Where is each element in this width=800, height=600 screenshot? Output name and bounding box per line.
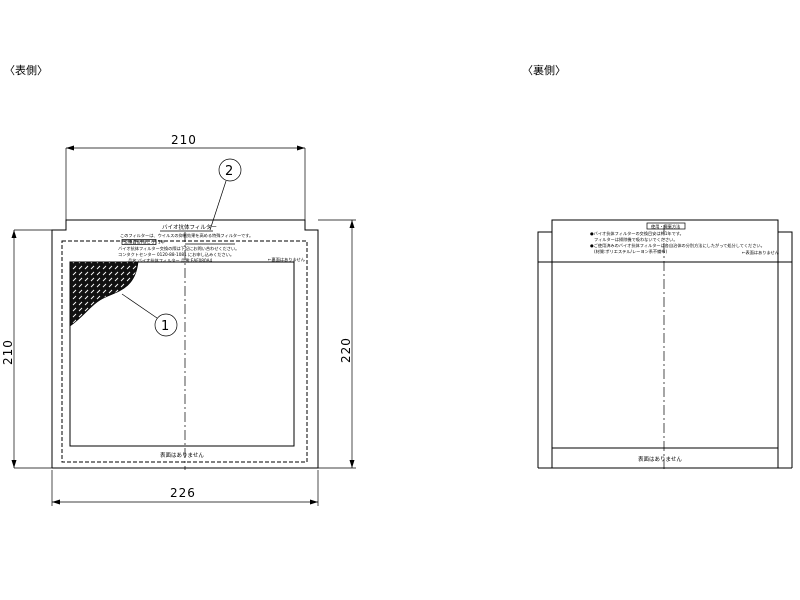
svg-text:←裏面はありません: ←裏面はありません <box>268 256 305 263</box>
svg-text:このフィルターは、ウイルスの抑制効果を高める特殊フィルターで: このフィルターは、ウイルスの抑制効果を高める特殊フィルターです。 <box>120 232 253 239</box>
front-label-block: バイオ抗体フィルター このフィルターは、ウイルスの抑制効果を高める特殊フィルター… <box>118 223 305 459</box>
hatched-material-cutaway <box>69 261 139 327</box>
front-filter-outline <box>51 219 319 470</box>
svg-text:210: 210 <box>171 133 197 147</box>
svg-text:品名:バイオ抗体フィルター 品番:EAF080A4: 品名:バイオ抗体フィルター 品番:EAF080A4 <box>128 257 212 264</box>
back-filter-outline <box>537 219 793 472</box>
svg-text:交換目安(ほこり) 1年: 交換目安(ほこり) 1年 <box>124 239 165 246</box>
svg-text:(材質:ポリエステル/レーヨン系不織布): (材質:ポリエステル/レーヨン系不織布) <box>594 248 667 255</box>
svg-text:使用・廃棄方法: 使用・廃棄方法 <box>651 223 680 230</box>
back-view-label: 〈裏側〉 <box>522 63 566 77</box>
callout-1: 1 <box>121 293 178 337</box>
svg-text:フィルターは掃除機で吸わないでください。: フィルターは掃除機で吸わないでください。 <box>594 236 678 243</box>
svg-text:コンタクトセンター 0120-88-1081 にお申し込みく: コンタクトセンター 0120-88-1081 にお申し込みください。 <box>118 251 234 258</box>
svg-text:←表面はありません: ←表面はありません <box>742 249 779 256</box>
svg-text:220: 220 <box>339 337 353 363</box>
svg-text:バイオ抗体フィルター: バイオ抗体フィルター <box>162 223 217 231</box>
back-label-block: 使用・廃棄方法 ●バイオ抗体フィルターの交換目安は約1年です。 フィルターは掃除… <box>590 222 779 463</box>
callout-2: 2 <box>209 158 242 231</box>
dimension-bottom-width: 226 <box>51 470 319 506</box>
svg-text:1: 1 <box>161 319 169 334</box>
dimension-left-height: 210 <box>1 229 52 469</box>
dimension-top-width: 210 <box>65 133 306 220</box>
svg-text:バイオ抗体フィルター交換の際は下記にお問い合わせください。: バイオ抗体フィルター交換の際は下記にお問い合わせください。 <box>118 245 239 252</box>
front-view-label: 〈表側〉 <box>4 63 48 77</box>
svg-text:●ご使用済みのバイオ抗体フィルターは各自治体の分別方法にした: ●ご使用済みのバイオ抗体フィルターは各自治体の分別方法にしたがって処分してくださ… <box>590 242 765 249</box>
svg-text:210: 210 <box>1 339 15 365</box>
dimension-right-height: 220 <box>318 219 356 469</box>
svg-text:2: 2 <box>225 164 233 179</box>
svg-text:表面はありません: 表面はありません <box>160 451 204 459</box>
svg-text:表面はありません: 表面はありません <box>638 455 682 463</box>
svg-text:226: 226 <box>170 486 196 500</box>
svg-text:●バイオ抗体フィルターの交換目安は約1年です。: ●バイオ抗体フィルターの交換目安は約1年です。 <box>590 230 684 237</box>
